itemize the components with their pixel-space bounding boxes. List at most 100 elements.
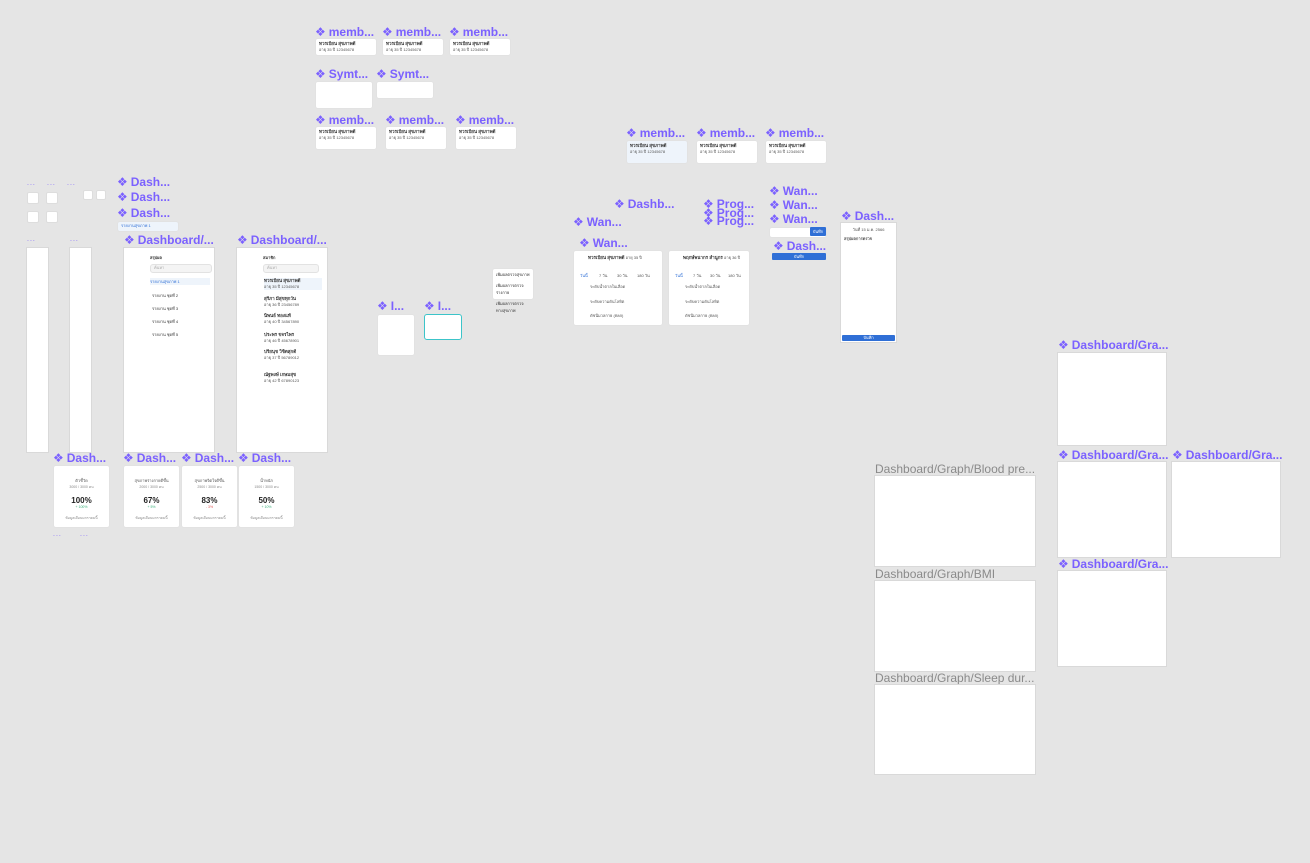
tab[interactable]: วันนี้	[580, 273, 588, 278]
component-label[interactable]: ❖Prog...	[703, 197, 755, 211]
component-label[interactable]: ❖memb...	[315, 113, 375, 127]
chevron-left-icon[interactable]	[96, 190, 106, 200]
component-label[interactable]: ❖I...	[424, 299, 452, 313]
member-card[interactable]: ทวรเบียน สุขภาพดีอายุ 35 ปี 12345678	[385, 126, 447, 150]
patient-card[interactable]: ทวรเบียน สุขภาพดี อายุ 35 ปี วันนี้ 7 วั…	[573, 250, 663, 326]
member-card[interactable]: ทวรเบียน สุขภาพดีอายุ 35 ปี 12345678	[449, 38, 511, 56]
component-label[interactable]: ❖Wan...	[579, 236, 628, 250]
component-label[interactable]: ❖Prog...	[703, 214, 755, 228]
component-label[interactable]: ❖Symt...	[315, 67, 369, 81]
stat-card: สุขภาพจิตใจดีขึ้น 2500 / 3000 คน 83% - 3…	[181, 465, 238, 528]
menu-item[interactable]: เพิ่มผลตรวจสุขภาพ	[496, 272, 530, 277]
user-icon[interactable]	[27, 211, 39, 223]
tab[interactable]: 30 วัน	[710, 273, 721, 278]
date-input[interactable]	[769, 227, 827, 238]
tab[interactable]: 30 วัน	[617, 273, 628, 278]
member-item[interactable]: สุรีภา มีสุขทุกวันอายุ 36 ปี 23456789	[264, 296, 300, 307]
component-label[interactable]: ❖Dash...	[117, 175, 171, 189]
component-label[interactable]: ❖Wan...	[573, 215, 622, 229]
component-label[interactable]: ❖memb...	[765, 126, 825, 140]
component-label[interactable]: ❖Dashboard/Gra...	[1058, 338, 1169, 352]
component-label[interactable]: ❖memb...	[382, 25, 442, 39]
component-label[interactable]: ❖Dash...	[238, 451, 292, 465]
menu-item[interactable]: เพิ่มผลการตรวจร่างกาย	[496, 283, 524, 295]
component-label[interactable]: ❖Prog...	[703, 206, 755, 220]
component-label[interactable]: ❖Dash...	[123, 451, 177, 465]
component-label[interactable]: ❖Wan...	[769, 184, 818, 198]
summary-title: สรุปผล	[150, 255, 162, 260]
member-card[interactable]: ทวรเบียน สุขภาพดีอายุ 35 ปี 12345678	[455, 126, 517, 150]
component-label[interactable]: ❖memb...	[449, 25, 509, 39]
tab[interactable]: วันนี้	[675, 273, 683, 278]
component-label[interactable]: ❖Dash...	[117, 206, 171, 220]
collapsed-sidebar	[27, 248, 48, 452]
member-card[interactable]: ทวรเบียน สุขภาพดีอายุ 35 ปี 12345678	[626, 140, 688, 164]
menu-item-active[interactable]: รายงานสุขภาพ 1	[117, 221, 179, 232]
member-card[interactable]: ทวรเบียน สุขภาพดีอายุ 35 ปี 12345678	[696, 140, 758, 164]
indicator-card[interactable]	[424, 314, 462, 340]
summary-item[interactable]: รายงาน ชุดที่ 2	[152, 293, 179, 298]
component-label[interactable]: ❖Dash...	[773, 239, 827, 253]
chart-icon[interactable]	[27, 192, 39, 204]
component-label[interactable]: ❖I...	[377, 299, 405, 313]
component-label[interactable]: ❖Dashboard/...	[124, 233, 214, 247]
note-save-button[interactable]: บันทึก	[842, 335, 895, 341]
component-label[interactable]: ❖Dashb...	[614, 197, 675, 211]
member-item[interactable]: ปรียนุช วิชิตสุกดีอายุ 37 ปี 56789012	[264, 349, 300, 360]
frame-label[interactable]: Dashboard/Graph/Blood pre...	[875, 462, 1036, 476]
search-input[interactable]: ค้นหา	[150, 264, 212, 273]
component-label[interactable]: ❖memb...	[455, 113, 515, 127]
component-label[interactable]: ❖Dashboard/Gra...	[1058, 448, 1169, 462]
component-label[interactable]: ❖Dashboard/...	[237, 233, 327, 247]
summary-item[interactable]: รายงาน ชุดที่ 4	[152, 319, 179, 324]
component-label[interactable]: ❖memb...	[696, 126, 756, 140]
component-label[interactable]: ❖Dashboard/Gra...	[1172, 448, 1283, 462]
component-label[interactable]: ❖memb...	[315, 25, 375, 39]
chevron-right-icon[interactable]	[83, 190, 93, 200]
dropdown-menu: เพิ่มผลตรวจสุขภาพ เพิ่มผลการตรวจร่างกาย …	[492, 268, 534, 313]
member-card[interactable]: ทวรเบียน สุขภาพดีอายุ 35 ปี 12345678	[315, 38, 377, 56]
member-item[interactable]: ทวรเบียน สุขภาพดีอายุ 35 ปี 12345678	[264, 278, 322, 290]
users-icon[interactable]	[46, 211, 58, 223]
indicator-card[interactable]	[377, 314, 415, 356]
member-item[interactable]: นิพนธ์ ทองแท้อายุ 40 ปี 34567890	[264, 313, 300, 324]
symptom-card[interactable]	[315, 81, 373, 109]
member-item[interactable]: ณัฐพงษ์ เกษมสุขอายุ 42 ปี 67890123	[264, 372, 300, 383]
summary-item[interactable]: รายงาน ชุดที่ 3	[152, 306, 179, 311]
component-label[interactable]: ❖Dash...	[117, 190, 171, 204]
component-label[interactable]: ❖memb...	[385, 113, 445, 127]
menu-item[interactable]: เพิ่มผลการตรวจทางสุขภาพ	[496, 301, 524, 313]
summary-sidebar: สรุปผล ค้นหา รายงานสุขภาพ 1 รายงาน ชุดที…	[124, 248, 214, 452]
component-label[interactable]: ❖Dash...	[841, 209, 895, 223]
submit-button[interactable]: บันทึก	[772, 253, 826, 260]
summary-item[interactable]: รายงานสุขภาพ 1	[150, 278, 210, 285]
member-card[interactable]: ทวรเบียน สุขภาพดีอายุ 35 ปี 12345678	[315, 126, 377, 150]
dots: ...	[27, 236, 36, 243]
symptom-card[interactable]	[376, 81, 434, 99]
chart-icon[interactable]	[46, 192, 58, 204]
search-input[interactable]: ค้นหา	[263, 264, 319, 273]
member-item[interactable]: ประพร ขจรไพรอายุ 46 ปี 45678901	[264, 332, 300, 343]
component-label[interactable]: ❖Dash...	[53, 451, 107, 465]
component-label[interactable]: ❖Wan...	[769, 212, 818, 226]
patient-card[interactable]: พฤกษ์พนากร สำนูกร อายุ 36 ปี วันนี้ 7 วั…	[668, 250, 750, 326]
tab[interactable]: 7 วัน	[693, 273, 702, 278]
member-card[interactable]: ทวรเบียน สุขภาพดีอายุ 35 ปี 12345678	[765, 140, 827, 164]
component-label[interactable]: ❖Dash...	[181, 451, 235, 465]
tab[interactable]: 180 วัน	[637, 273, 650, 278]
graph-frame-blood-pressure	[875, 476, 1035, 566]
member-card[interactable]: ทวรเบียน สุขภาพดีอายุ 35 ปี 12345678	[382, 38, 444, 56]
component-label[interactable]: ❖Wan...	[769, 198, 818, 212]
stat-card: น้ำหนัก 1500 / 3000 คน 50% + 10% ข้อมูลเ…	[238, 465, 295, 528]
tab[interactable]: 7 วัน	[599, 273, 608, 278]
component-label[interactable]: ❖Symt...	[376, 67, 430, 81]
component-label[interactable]: ❖memb...	[626, 126, 686, 140]
collapsed-sidebar	[70, 248, 91, 452]
summary-item[interactable]: รายงาน ชุดที่ 5	[152, 332, 179, 337]
graph-frame	[1058, 462, 1166, 557]
save-button[interactable]: บันทึก	[810, 227, 826, 236]
frame-label[interactable]: Dashboard/Graph/Sleep dur...	[875, 671, 1035, 685]
component-label[interactable]: ❖Dashboard/Gra...	[1058, 557, 1169, 571]
tab[interactable]: 180 วัน	[728, 273, 741, 278]
frame-label[interactable]: Dashboard/Graph/BMI	[875, 567, 996, 581]
